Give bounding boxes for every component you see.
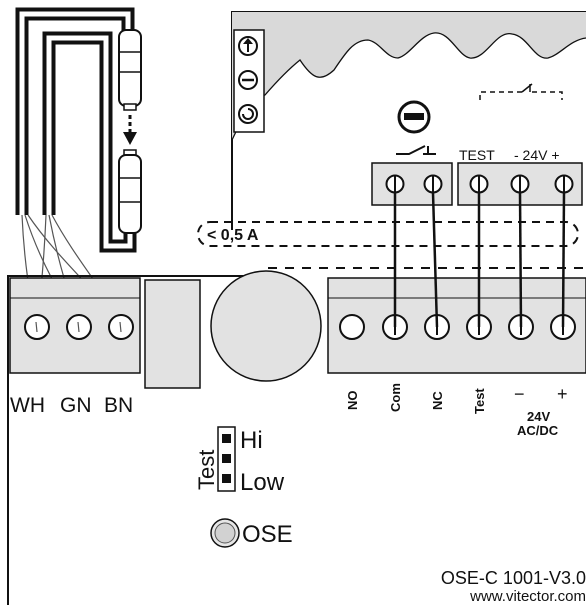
terminal-label-com: Com [388,383,403,412]
relay-terminal-block-contact [371,162,453,206]
rotate-circle-icon [238,104,258,124]
sensor-label-gn: GN [60,394,92,417]
arrow-up-circle-icon [238,36,258,56]
jumper-group-label: Test [194,450,219,490]
jumper-low-label: Low [240,469,285,496]
ose-indicator[interactable] [210,518,240,548]
no-entry-icon [397,100,431,134]
relay-contact-symbol [479,83,563,100]
terminal-label-plus: + [557,384,568,404]
safety-edge-sensor-top [118,29,142,111]
website-label: www.vitector.com [469,588,586,605]
round-component [210,270,322,382]
relay-component [144,279,201,389]
gate-controller-box [231,11,586,230]
minus-circle-icon [238,70,258,90]
sensor-wire-ends [35,321,122,333]
ose-label: OSE [242,521,293,548]
terminal-screw-slots [394,176,565,335]
switch-contact-icon [396,145,436,155]
supply-label-voltage: 24V [527,409,550,424]
terminal-label-no: NO [345,391,360,411]
jumper-block[interactable] [217,426,236,492]
relay-test-label: TEST [459,147,495,163]
terminal-label-test: Test [472,388,487,414]
jumper-hi-label: Hi [240,427,263,454]
current-limit-outline [197,221,586,269]
safety-edge-sensor-bottom [118,149,142,234]
model-label: OSE-C 1001-V3.0 [441,568,586,588]
sensor-label-wh: WH [10,394,45,417]
connection-wires [393,192,566,328]
terminal-label-minus: − [514,384,525,404]
sensor-cables [15,7,137,253]
board-outline [7,275,268,605]
sensor-terminal-block [9,277,141,374]
current-limit-label: < 0,5 A [207,227,259,244]
output-terminal-block [327,277,586,374]
relay-supply-label: - 24V + [514,147,560,163]
terminal-label-nc: NC [430,391,445,410]
supply-label-type: AC/DC [517,423,559,438]
sensor-label-bn: BN [104,394,133,417]
down-arrow-icon [123,115,137,145]
